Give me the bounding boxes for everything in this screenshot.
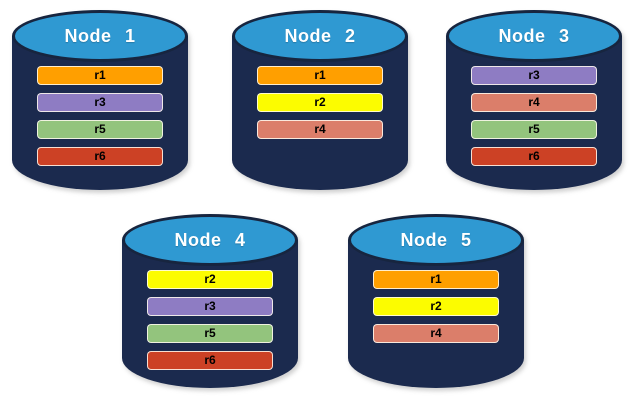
replica-bar-list: r2 r3 r5 r6 [122, 270, 298, 370]
replica-bar-r5: r5 [471, 120, 597, 139]
cylinder-top-ellipse: Node 5 [348, 214, 524, 266]
node-cylinder-2: Node 2 r1 r2 r4 [232, 10, 408, 190]
cylinder-top-ellipse: Node 2 [232, 10, 408, 62]
node-title: Node 1 [64, 25, 136, 46]
replica-bar-r3: r3 [37, 93, 163, 112]
replica-bar-r5: r5 [37, 120, 163, 139]
cylinder-top-ellipse: Node 4 [122, 214, 298, 266]
replica-bar-list: r1 r2 r4 [232, 66, 408, 139]
node-title: Node 4 [174, 229, 246, 250]
node-cylinder-1: Node 1 r1 r3 r5 r6 [12, 10, 188, 190]
replica-bar-r3: r3 [147, 297, 273, 316]
replica-bar-r4: r4 [471, 93, 597, 112]
replica-bar-list: r1 r3 r5 r6 [12, 66, 188, 166]
replica-bar-r4: r4 [257, 120, 383, 139]
replica-bar-r1: r1 [373, 270, 499, 289]
replica-bar-r1: r1 [257, 66, 383, 85]
replica-bar-r1: r1 [37, 66, 163, 85]
node-cylinder-5: Node 5 r1 r2 r4 [348, 214, 524, 388]
replica-bar-r6: r6 [37, 147, 163, 166]
cylinder-top-ellipse: Node 3 [446, 10, 622, 62]
replica-bar-r2: r2 [373, 297, 499, 316]
node-title: Node 3 [498, 25, 570, 46]
replica-bar-r2: r2 [147, 270, 273, 289]
cylinder-top-ellipse: Node 1 [12, 10, 188, 62]
replica-bar-list: r3 r4 r5 r6 [446, 66, 622, 166]
replica-bar-r6: r6 [471, 147, 597, 166]
replica-bar-r6: r6 [147, 351, 273, 370]
node-cylinder-4: Node 4 r2 r3 r5 r6 [122, 214, 298, 388]
node-cylinder-3: Node 3 r3 r4 r5 r6 [446, 10, 622, 190]
node-title: Node 5 [400, 229, 472, 250]
replica-bar-r3: r3 [471, 66, 597, 85]
replica-bar-r2: r2 [257, 93, 383, 112]
node-title: Node 2 [284, 25, 356, 46]
replica-bar-r5: r5 [147, 324, 273, 343]
replica-bar-r4: r4 [373, 324, 499, 343]
replica-bar-list: r1 r2 r4 [348, 270, 524, 343]
